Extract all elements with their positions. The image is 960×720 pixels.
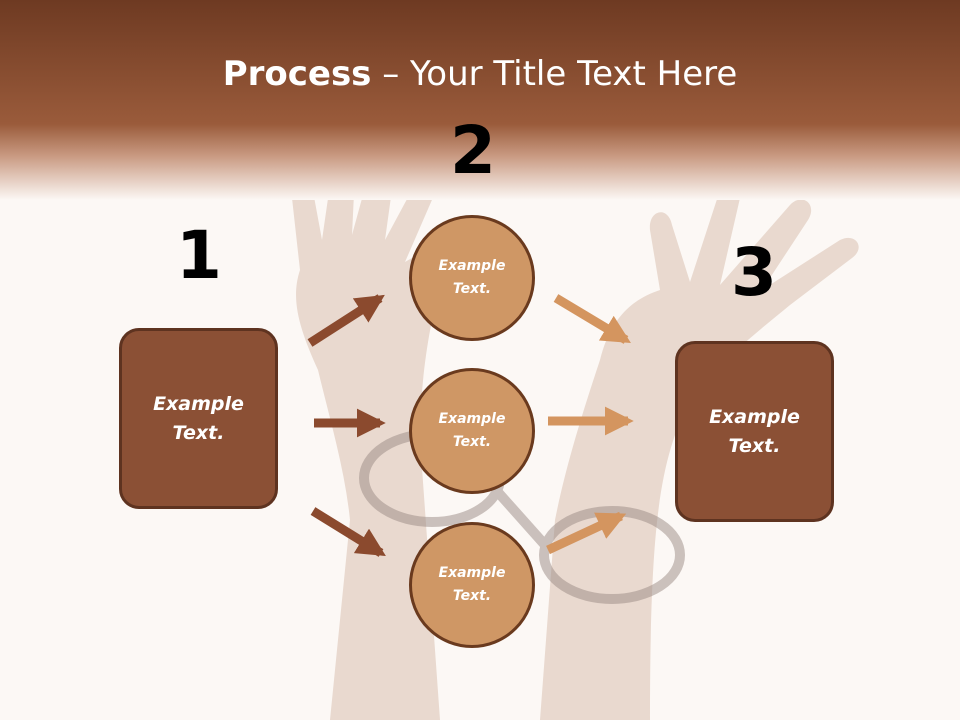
header-band [0,0,960,200]
title-bold: Process [222,54,372,94]
step-3-line-1: Example [709,405,800,428]
step-1-box: Example Text. [119,328,278,509]
slide-title: Process – Your Title Text Here [0,52,960,96]
circle-middle-line-2: Text. [452,434,492,450]
step-2-circle-middle: Example Text. [409,368,535,494]
circle-bottom-line-1: Example [438,565,506,581]
title-rest: – Your Title Text Here [371,54,738,94]
step-1-line-2: Text. [172,421,225,444]
step-2-circle-bottom: Example Text. [409,522,535,648]
circle-top-line-2: Text. [452,281,492,297]
arrow-2-to-3-top [553,294,631,344]
circle-middle-line-1: Example [438,411,506,427]
arrow-2-to-3-bottom [546,511,627,555]
arrow-1-to-2-top [307,294,385,347]
step-number-1: 1 [176,217,222,294]
step-number-2: 2 [450,112,496,189]
step-3-box: Example Text. [675,341,834,522]
circle-bottom-line-2: Text. [452,588,492,604]
step-3-line-2: Text. [728,434,781,457]
step-number-3: 3 [731,234,777,311]
step-2-circle-top: Example Text. [409,215,535,341]
step-1-line-1: Example [153,392,244,415]
arrow-1-to-2-bottom [310,507,386,557]
circle-top-line-1: Example [438,258,506,274]
